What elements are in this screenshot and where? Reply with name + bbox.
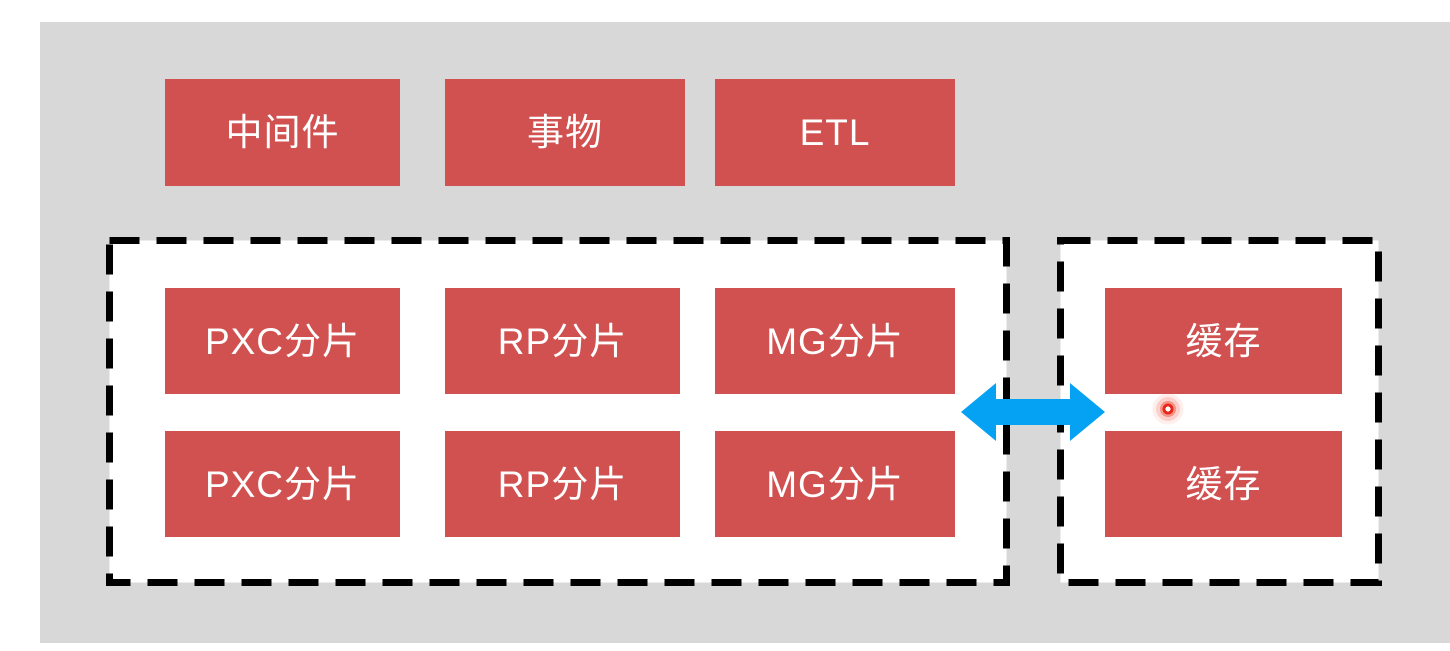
shard-box: PXC分片 (165, 288, 400, 394)
double-arrow-icon (961, 383, 1105, 441)
shard-box: PXC分片 (165, 431, 400, 537)
shard-box-label: RP分片 (497, 463, 628, 505)
cursor-click-indicator-icon (1151, 392, 1185, 426)
middleware-box: 中间件 (165, 79, 400, 186)
shard-box-label: RP分片 (497, 320, 628, 362)
shard-box: MG分片 (715, 431, 955, 537)
cache-box: 缓存 (1105, 288, 1342, 394)
middleware-box-label: 中间件 (225, 112, 340, 153)
shard-cluster: PXC分片 RP分片 MG分片 PXC分片 RP分片 MG分片 (106, 237, 1010, 586)
shard-box-label: MG分片 (766, 320, 904, 362)
shard-box: RP分片 (445, 288, 680, 394)
cache-box-label: 缓存 (1185, 320, 1262, 362)
cache-box: 缓存 (1105, 431, 1342, 537)
etl-box-label: ETL (799, 112, 871, 153)
transaction-box: 事物 (445, 79, 685, 186)
shard-box-label: PXC分片 (204, 463, 361, 505)
shard-box-label: MG分片 (766, 463, 904, 505)
shard-box: RP分片 (445, 431, 680, 537)
etl-box: ETL (715, 79, 955, 186)
transaction-box-label: 事物 (527, 112, 603, 153)
shard-box-label: PXC分片 (204, 320, 361, 362)
shard-box: MG分片 (715, 288, 955, 394)
cache-cluster: 缓存 缓存 (1057, 237, 1382, 586)
cache-box-label: 缓存 (1185, 463, 1262, 505)
